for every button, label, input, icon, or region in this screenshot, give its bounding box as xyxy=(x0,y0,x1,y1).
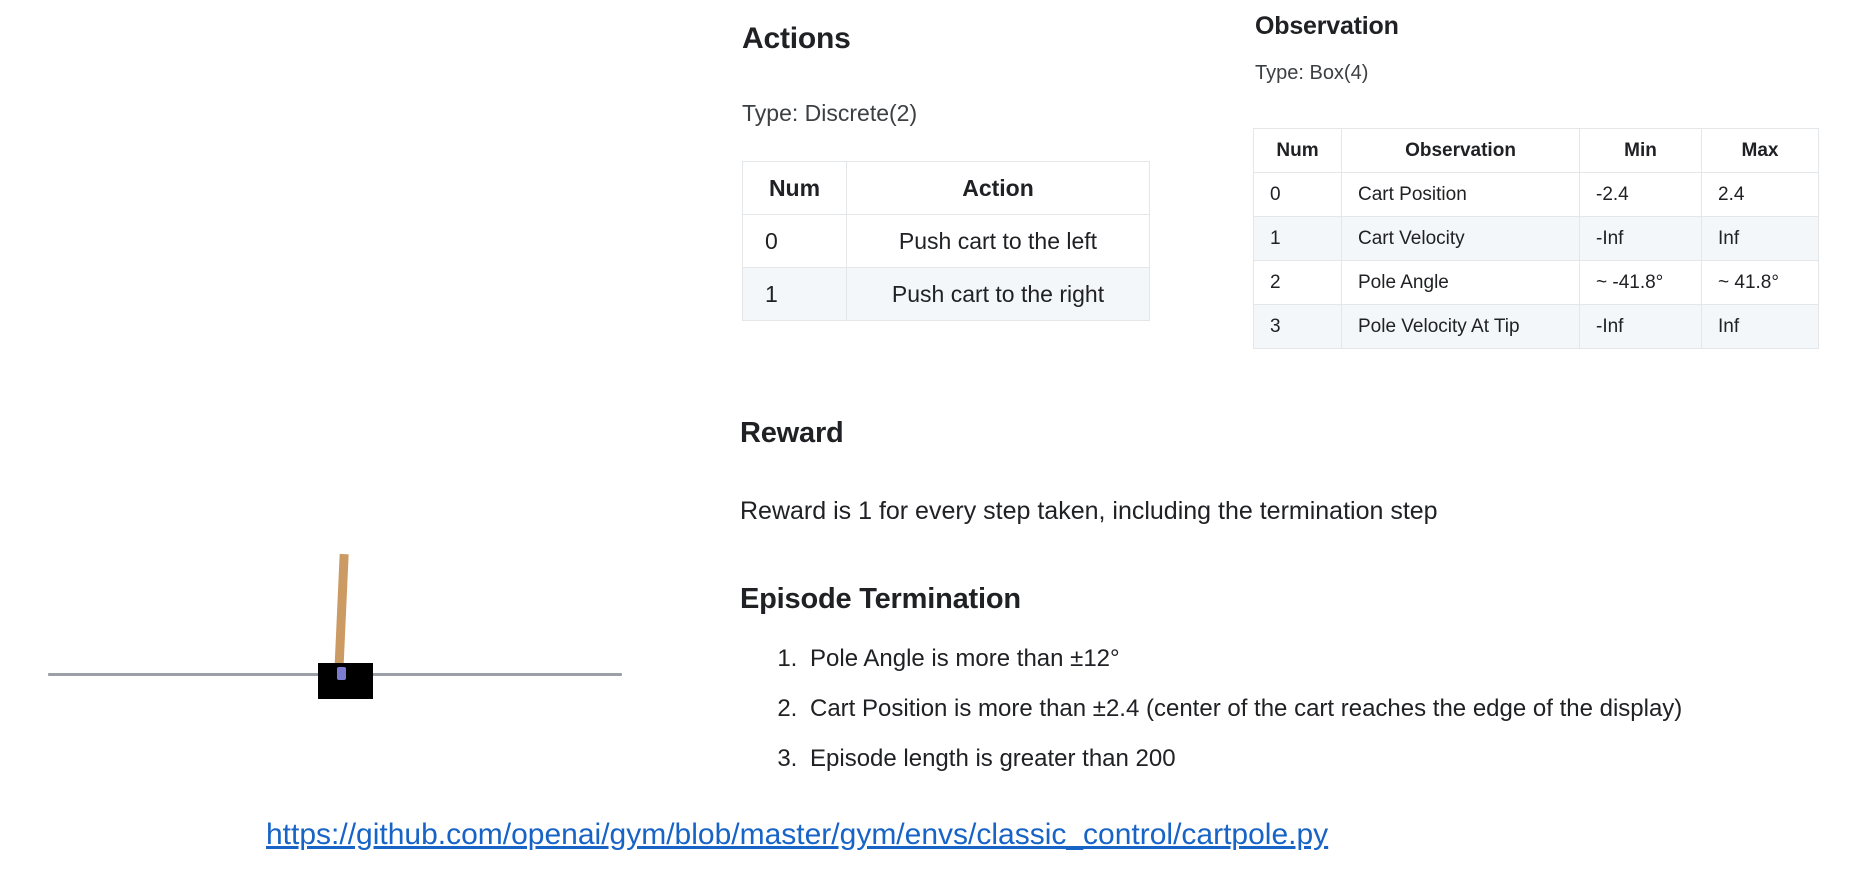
observation-row0-max: 2.4 xyxy=(1701,172,1819,217)
observation-row0-observation: Cart Position xyxy=(1341,172,1580,217)
pole-axle-icon xyxy=(337,667,346,680)
table-row: 1 Cart Velocity -Inf Inf xyxy=(1253,216,1819,261)
table-header-row: Num Observation Min Max xyxy=(1253,128,1819,173)
episode-termination-list: Pole Angle is more than ±12° Cart Positi… xyxy=(766,645,1682,795)
observation-row0-min: -2.4 xyxy=(1579,172,1702,217)
list-item: Pole Angle is more than ±12° xyxy=(804,645,1682,673)
table-header-row: Num Action xyxy=(742,161,1150,215)
table-row: 1 Push cart to the right xyxy=(742,267,1150,321)
actions-row1-action: Push cart to the right xyxy=(846,267,1150,321)
reward-heading: Reward xyxy=(740,417,844,449)
observation-col-min: Min xyxy=(1579,128,1702,173)
observation-col-max: Max xyxy=(1701,128,1819,173)
pole-shape xyxy=(334,553,349,680)
episode-termination-heading: Episode Termination xyxy=(740,583,1021,615)
observation-row1-min: -Inf xyxy=(1579,216,1702,261)
actions-table: Num Action 0 Push cart to the left 1 Pus… xyxy=(742,161,1150,321)
actions-col-action: Action xyxy=(846,161,1150,215)
observation-col-num: Num xyxy=(1253,128,1342,173)
cartpole-illustration xyxy=(0,250,700,699)
observation-row2-max: ~ 41.8° xyxy=(1701,260,1819,305)
table-row: 0 Push cart to the left xyxy=(742,214,1150,268)
observation-row2-min: ~ -41.8° xyxy=(1579,260,1702,305)
actions-row0-action: Push cart to the left xyxy=(846,214,1150,268)
observation-row3-observation: Pole Velocity At Tip xyxy=(1341,304,1580,349)
observation-row3-max: Inf xyxy=(1701,304,1819,349)
table-row: 0 Cart Position -2.4 2.4 xyxy=(1253,172,1819,217)
actions-type-label: Type: Discrete(2) xyxy=(742,100,918,126)
list-item: Episode length is greater than 200 xyxy=(804,745,1682,773)
observation-row2-observation: Pole Angle xyxy=(1341,260,1580,305)
source-code-link[interactable]: https://github.com/openai/gym/blob/maste… xyxy=(266,818,1329,851)
observation-row1-observation: Cart Velocity xyxy=(1341,216,1580,261)
reward-description: Reward is 1 for every step taken, includ… xyxy=(740,497,1438,525)
actions-row1-num: 1 xyxy=(742,267,847,321)
table-row: 2 Pole Angle ~ -41.8° ~ 41.8° xyxy=(1253,260,1819,305)
observation-heading: Observation xyxy=(1255,12,1399,40)
actions-col-num: Num xyxy=(742,161,847,215)
observation-row3-num: 3 xyxy=(1253,304,1342,349)
table-row: 3 Pole Velocity At Tip -Inf Inf xyxy=(1253,304,1819,349)
observation-col-observation: Observation xyxy=(1341,128,1580,173)
observation-row2-num: 2 xyxy=(1253,260,1342,305)
observation-table: Num Observation Min Max 0 Cart Position … xyxy=(1253,128,1819,349)
observation-row1-num: 1 xyxy=(1253,216,1342,261)
observation-row1-max: Inf xyxy=(1701,216,1819,261)
observation-type-label: Type: Box(4) xyxy=(1255,62,1369,84)
observation-row0-num: 0 xyxy=(1253,172,1342,217)
actions-row0-num: 0 xyxy=(742,214,847,268)
observation-row3-min: -Inf xyxy=(1579,304,1702,349)
actions-heading: Actions xyxy=(742,22,851,55)
list-item: Cart Position is more than ±2.4 (center … xyxy=(804,695,1682,723)
